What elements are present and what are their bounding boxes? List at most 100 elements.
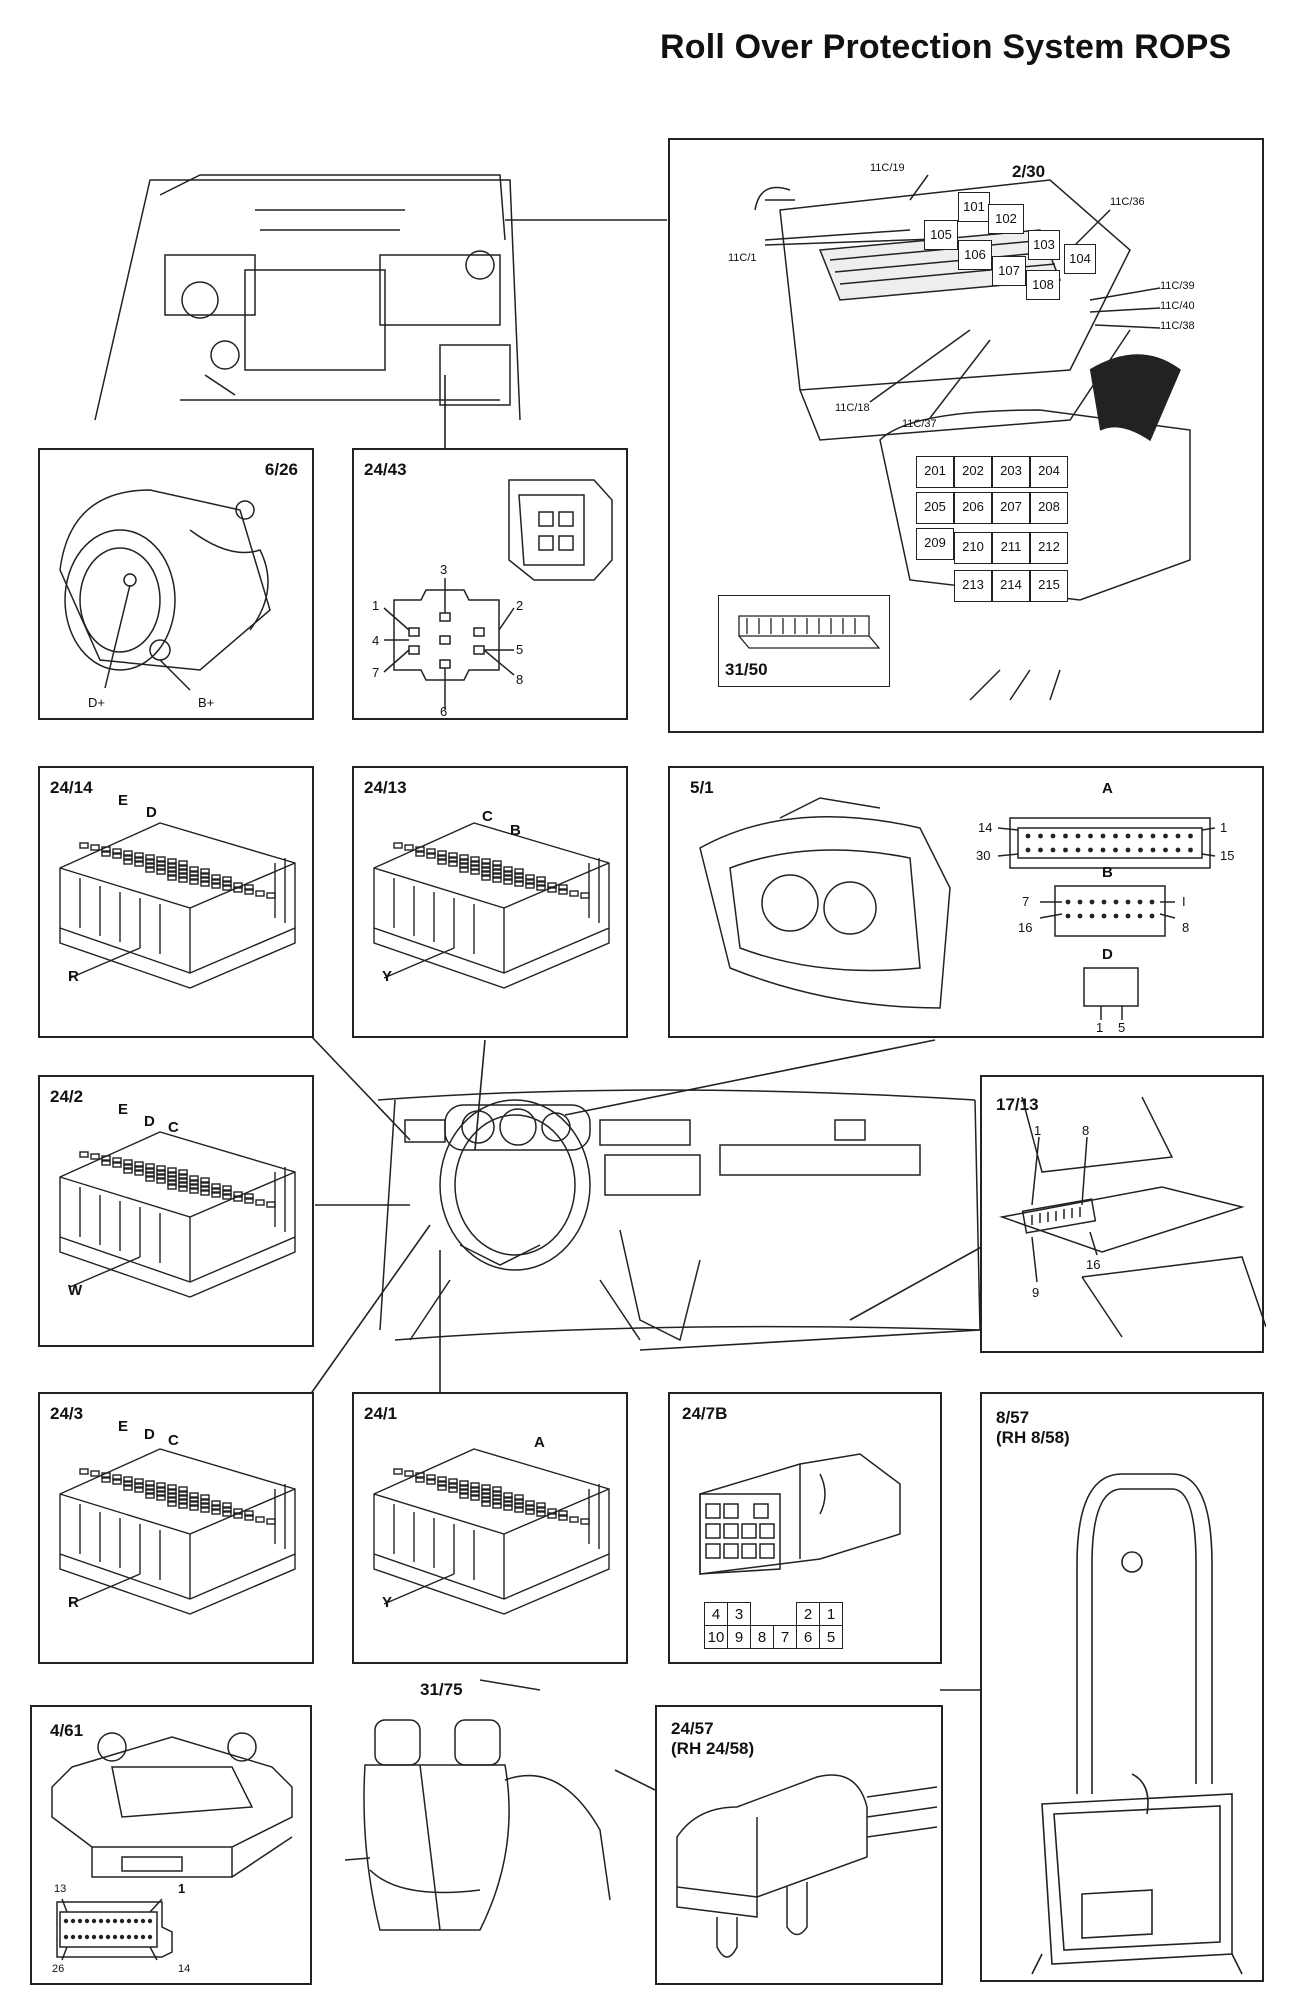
connector-cavity [145, 1167, 155, 1174]
cluster-b-pin-dot [1125, 899, 1131, 905]
connector-cavity [558, 884, 568, 891]
connector-cavity [222, 1185, 232, 1192]
connector-cavity [156, 1169, 166, 1176]
connector-cavity [437, 1476, 447, 1483]
connector-cavity [558, 888, 568, 895]
letter-d: D [144, 1426, 155, 1443]
connector-cavity [145, 1492, 155, 1499]
relay-107: 107 [992, 256, 1026, 286]
relay-103: 103 [1028, 230, 1060, 260]
cluster-b-pin-dot [1125, 913, 1131, 919]
connector-cavity [189, 1187, 199, 1194]
connector-cavity [178, 1494, 188, 1501]
connector-cavity [393, 1468, 403, 1475]
connector-cavity [134, 856, 144, 863]
connector-cavity [200, 1189, 210, 1196]
cluster-pin-dot [1175, 847, 1181, 853]
connector-cavity [470, 868, 480, 875]
connector-cavity [470, 1482, 480, 1489]
connector-cavity [426, 1474, 436, 1481]
conn-24-43-label: 24/43 [364, 460, 407, 479]
conn-24-14-panel: 24/14 E D R [38, 766, 314, 1038]
connector-cavity [492, 1494, 502, 1501]
conn-b-label: B [1102, 864, 1113, 881]
cluster-b-pin-dot [1065, 913, 1071, 919]
cluster-pin-dot [1150, 833, 1156, 839]
terminal-b-plus: B+ [198, 695, 215, 710]
connector-cavity [189, 1179, 199, 1186]
connector-cavity [123, 1476, 133, 1483]
conn-24-2-label: 24/2 [50, 1087, 84, 1106]
callout-11c38: 11C/38 [1160, 320, 1195, 332]
cluster-pin-dot [1138, 847, 1143, 853]
connector-cavity [481, 1492, 491, 1499]
seat-31-75-label: 31/75 [420, 1680, 463, 1699]
module-pin-dot [70, 1918, 76, 1924]
conn-24-7b-label: 24/7B [682, 1404, 728, 1423]
cluster-pin-dot [1063, 833, 1068, 839]
conn-b-pin-7: 7 [1022, 894, 1030, 909]
connector-cavity [112, 1161, 122, 1168]
connector-cavity [178, 868, 188, 875]
connector-cavity [470, 856, 480, 863]
cluster-b-pin-dot [1137, 899, 1143, 905]
callout-11c37: 11C/37 [902, 418, 937, 430]
diag-pin-8: 8 [1082, 1123, 1090, 1138]
connector-cavity [200, 872, 210, 879]
connector-cavity [167, 1500, 177, 1507]
connector-cavity [233, 886, 243, 893]
connector-cavity [189, 870, 199, 877]
cluster-pin-dot [1163, 833, 1168, 839]
connector-cavity [112, 1474, 122, 1481]
connector-cavity [200, 1181, 210, 1188]
connector-cavity [244, 1510, 254, 1517]
connector-cavity [156, 1486, 166, 1493]
connector-cavity [481, 1496, 491, 1503]
letter-a: A [534, 1434, 545, 1451]
conn-24-2-drawing [59, 1131, 296, 1298]
connector-cavity [481, 862, 491, 869]
relay-208: 208 [1030, 492, 1068, 524]
connector-cavity [415, 1476, 425, 1483]
connector-cavity [536, 1506, 546, 1513]
conn-d-pin-5: 5 [1118, 1020, 1126, 1035]
connector-cavity [426, 852, 436, 859]
module-pin-dot [112, 1918, 118, 1924]
connector-cavity [437, 1480, 447, 1487]
connector-cavity [189, 1500, 199, 1507]
connector-cavity [514, 876, 524, 883]
module-pin-dot [133, 1918, 139, 1924]
module-4-61-panel: 4/61 13 1 26 14 [30, 1705, 312, 1985]
terminal-d-plus: D+ [88, 695, 105, 710]
callout-11c19: 11C/19 [870, 162, 905, 174]
callout-11c40: 11C/40 [1160, 300, 1195, 312]
connector-cavity [200, 1498, 210, 1505]
pin-grid-7b: 4 3 2 1 10 9 8 7 6 5 [704, 1602, 843, 1649]
connector-cavity [514, 868, 524, 875]
conn-24-14-label: 24/14 [50, 778, 93, 797]
connector-cavity [167, 858, 177, 865]
relay-104: 104 [1064, 244, 1096, 274]
connector-cavity [134, 852, 144, 859]
connector-cavity [470, 1486, 480, 1493]
cluster-pin-dot [1175, 833, 1181, 839]
connector-cavity [145, 1163, 155, 1170]
connector-cavity [145, 1480, 155, 1487]
conn-24-3-panel: 24/3 E D C R [38, 1392, 314, 1664]
connector-cavity [211, 1504, 221, 1511]
cluster-b-pin-dot [1149, 899, 1155, 905]
connector-cavity [112, 1478, 122, 1485]
connector-cavity [123, 1163, 133, 1170]
sensor-drawing [676, 1774, 938, 1958]
conn-a-pin-14: 14 [978, 820, 993, 835]
conn-24-3-drawing [59, 1448, 296, 1615]
connector-cavity [101, 1159, 111, 1166]
pin-cell-empty [751, 1603, 774, 1626]
connector-cavity [437, 858, 447, 865]
connector-cavity [459, 1484, 469, 1491]
connector-cavity [514, 1506, 524, 1513]
module-pin-dot [98, 1934, 104, 1940]
connector-cavity [200, 1177, 210, 1184]
conn-24-43-drawing [383, 479, 613, 710]
relay-210: 210 [954, 532, 992, 564]
